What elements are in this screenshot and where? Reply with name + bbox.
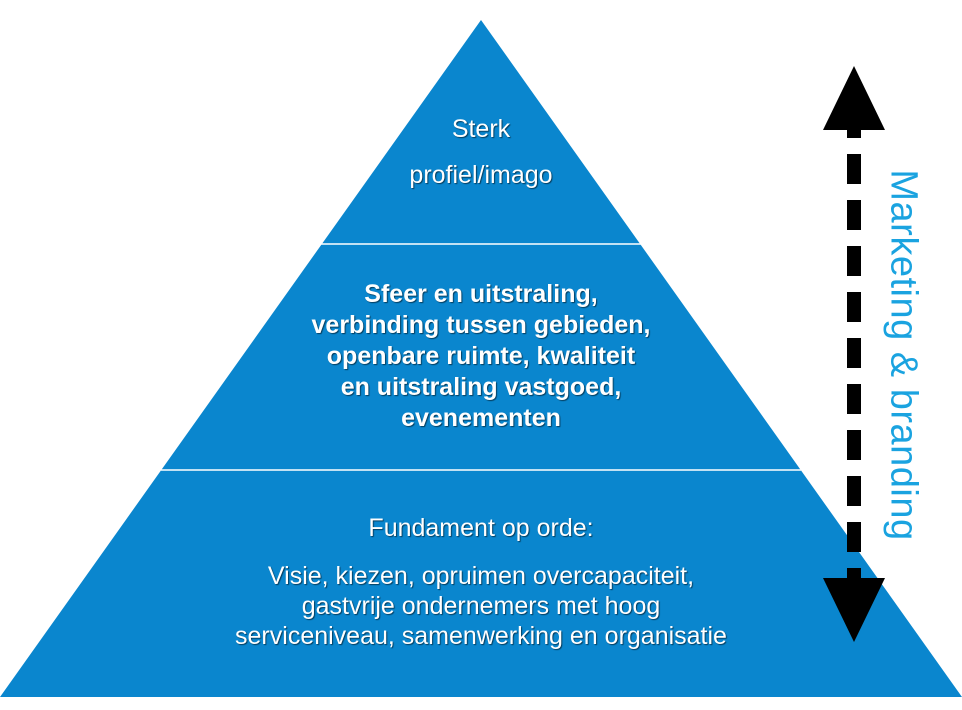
tier-bottom-text: Fundament op orde: Visie, kiezen, opruim…: [120, 512, 842, 651]
tier-top-title: Sterk: [451, 115, 511, 143]
tier-middle-line: Sfeer en uitstraling,: [364, 280, 598, 308]
tier-bottom-line: gastvrije ondernemers met hoog: [301, 592, 661, 620]
tier-bottom-title: Fundament op orde:: [368, 514, 594, 542]
tier-middle-line: openbare ruimte, kwaliteit: [326, 342, 636, 370]
tier-middle-line: evenementen: [401, 404, 561, 432]
tier-middle-text: Sfeer en uitstraling, verbinding tussen …: [200, 279, 762, 434]
tier-bottom-line: Visie, kiezen, opruimen overcapaciteit,: [267, 562, 695, 590]
arrow-head-up: [823, 66, 885, 130]
tier-bottom-line: serviceniveau, samenwerking en organisat…: [235, 622, 727, 650]
pyramid-shape: [0, 20, 962, 697]
tier-middle-line: en uitstraling vastgoed,: [340, 373, 622, 401]
tier-top-subtitle: profiel/imago: [409, 161, 553, 189]
arrow-head-down: [823, 578, 885, 642]
tier-top-text: Sterk profiel/imago: [321, 112, 641, 192]
double-headed-dashed-arrow-icon: [823, 66, 885, 642]
tier-middle-line: verbinding tussen gebieden,: [311, 311, 651, 339]
marketing-branding-label: Marketing & branding: [882, 169, 925, 541]
